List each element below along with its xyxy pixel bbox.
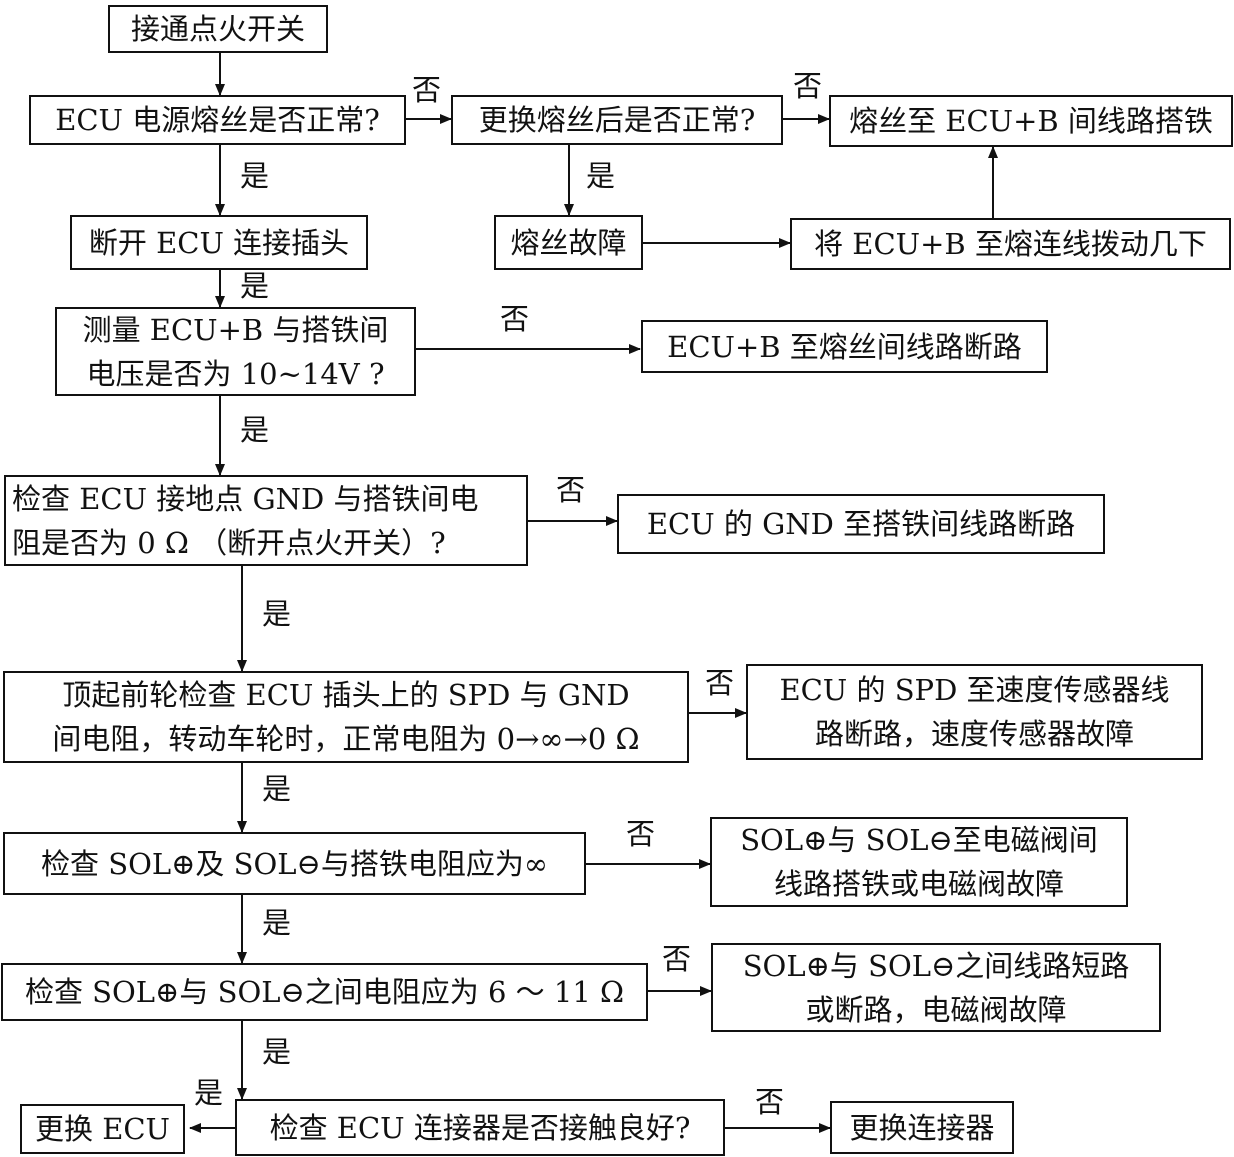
spd-fault-line-1: ECU 的 SPD 至速度传感器线 — [779, 673, 1170, 707]
label-no-sol-ground: 否 — [626, 817, 656, 851]
sol-short-fault-line-2: 或断路，电磁阀故障 — [805, 992, 1067, 1027]
check-connector-node: 检查 ECU 连接器是否接触良好? — [235, 1099, 725, 1156]
check-gnd-line-2: 阻是否为 0 Ω （断开点火开关）? — [12, 526, 446, 560]
check-sol-resistance-node: 检查 SOL⊕与 SOL⊖之间电阻应为 6 ～ 11 Ω — [1, 963, 648, 1021]
ecub-open-text: ECU+B 至熔丝间线路断路 — [667, 329, 1022, 364]
spd-fault-line-2: 路断路，速度传感器故障 — [814, 717, 1134, 751]
fuse-to-ecu-short-node: 熔丝至 ECU+B 间线路搭铁 — [829, 95, 1233, 147]
replace-fuse-check-text: 更换熔丝后是否正常? — [478, 103, 756, 137]
spd-fault-node: ECU 的 SPD 至速度传感器线 路断路，速度传感器故障 — [746, 664, 1203, 760]
label-yes-sol-ground: 是 — [262, 906, 292, 940]
check-gnd-line-1: 检查 ECU 接地点 GND 与搭铁间电 — [12, 482, 479, 516]
label-yes-replace-fuse: 是 — [586, 159, 616, 193]
replace-connector-node: 更换连接器 — [830, 1101, 1014, 1154]
wiggle-wire-node: 将 ECU+B 至熔连线拨动几下 — [790, 218, 1231, 270]
check-sol-ground-text: 检查 SOL⊕及 SOL⊖与搭铁电阻应为∞ — [41, 846, 548, 881]
label-no-gnd: 否 — [556, 473, 586, 507]
replace-connector-text: 更换连接器 — [849, 1110, 995, 1145]
fuse-fault-text: 熔丝故障 — [510, 225, 627, 260]
sol-ground-fault-line-2: 线路搭铁或电磁阀故障 — [773, 867, 1064, 901]
check-spd-line-2: 间电阻，转动车轮时，正常电阻为 0→∞→0 Ω — [52, 722, 640, 756]
sol-ground-fault-node: SOL⊕与 SOL⊖至电磁阀间 线路搭铁或电磁阀故障 — [710, 817, 1128, 907]
measure-voltage-line-1: 测量 ECU+B 与搭铁间 — [82, 312, 389, 347]
label-yes-gnd: 是 — [262, 597, 292, 631]
label-no-spd: 否 — [705, 666, 735, 700]
gnd-open-text: ECU 的 GND 至搭铁间线路断路 — [646, 507, 1076, 541]
label-no-voltage: 否 — [500, 302, 530, 336]
check-spd-node: 顶起前轮检查 ECU 插头上的 SPD 与 GND 间电阻，转动车轮时，正常电阻… — [3, 671, 689, 763]
check-spd-line-1: 顶起前轮检查 ECU 插头上的 SPD 与 GND — [62, 678, 630, 712]
replace-ecu-node: 更换 ECU — [20, 1104, 185, 1154]
label-yes-sol-res: 是 — [262, 1035, 292, 1069]
check-sol-ground-node: 检查 SOL⊕及 SOL⊖与搭铁电阻应为∞ — [3, 832, 586, 895]
check-gnd-node: 检查 ECU 接地点 GND 与搭铁间电 阻是否为 0 Ω （断开点火开关）? — [4, 475, 528, 566]
measure-voltage-node: 测量 ECU+B 与搭铁间 电压是否为 10~14V ? — [55, 307, 416, 396]
wiggle-wire-text: 将 ECU+B 至熔连线拨动几下 — [814, 227, 1207, 261]
disconnect-ecu-text: 断开 ECU 连接插头 — [88, 225, 350, 260]
label-yes-voltage: 是 — [240, 413, 270, 447]
replace-fuse-check-node: 更换熔丝后是否正常? — [451, 95, 783, 145]
sol-ground-fault-line-1: SOL⊕与 SOL⊖至电磁阀间 — [740, 823, 1098, 857]
start-node-text: 接通点火开关 — [130, 12, 305, 46]
label-no-replace-fuse: 否 — [793, 69, 823, 103]
check-sol-resistance-text: 检查 SOL⊕与 SOL⊖之间电阻应为 6 ～ 11 Ω — [24, 975, 625, 1009]
sol-short-fault-node: SOL⊕与 SOL⊖之间线路短路 或断路，电磁阀故障 — [711, 943, 1161, 1032]
fuse-check-node: ECU 电源熔丝是否正常? — [29, 95, 406, 145]
label-no-connector: 否 — [755, 1085, 785, 1119]
label-yes-spd: 是 — [262, 772, 292, 806]
sol-short-fault-line-1: SOL⊕与 SOL⊖之间线路短路 — [742, 948, 1130, 983]
measure-voltage-line-2: 电压是否为 10~14V ? — [86, 356, 385, 391]
label-no-fuse-check: 否 — [412, 73, 442, 107]
start-node: 接通点火开关 — [108, 5, 328, 53]
ecub-open-node: ECU+B 至熔丝间线路断路 — [641, 320, 1048, 373]
fuse-check-text: ECU 电源熔丝是否正常? — [55, 103, 380, 137]
replace-ecu-text: 更换 ECU — [34, 1112, 171, 1146]
check-connector-text: 检查 ECU 连接器是否接触良好? — [269, 1110, 691, 1145]
fuse-fault-node: 熔丝故障 — [494, 215, 643, 270]
label-no-sol-res: 否 — [662, 942, 692, 976]
label-yes-connector: 是 — [194, 1076, 224, 1110]
label-yes-disconnect: 是 — [240, 269, 270, 303]
disconnect-ecu-node: 断开 ECU 连接插头 — [70, 215, 368, 270]
fuse-to-ecu-short-text: 熔丝至 ECU+B 间线路搭铁 — [849, 104, 1213, 138]
gnd-open-node: ECU 的 GND 至搭铁间线路断路 — [617, 494, 1105, 554]
label-yes-fuse-check: 是 — [240, 159, 270, 193]
